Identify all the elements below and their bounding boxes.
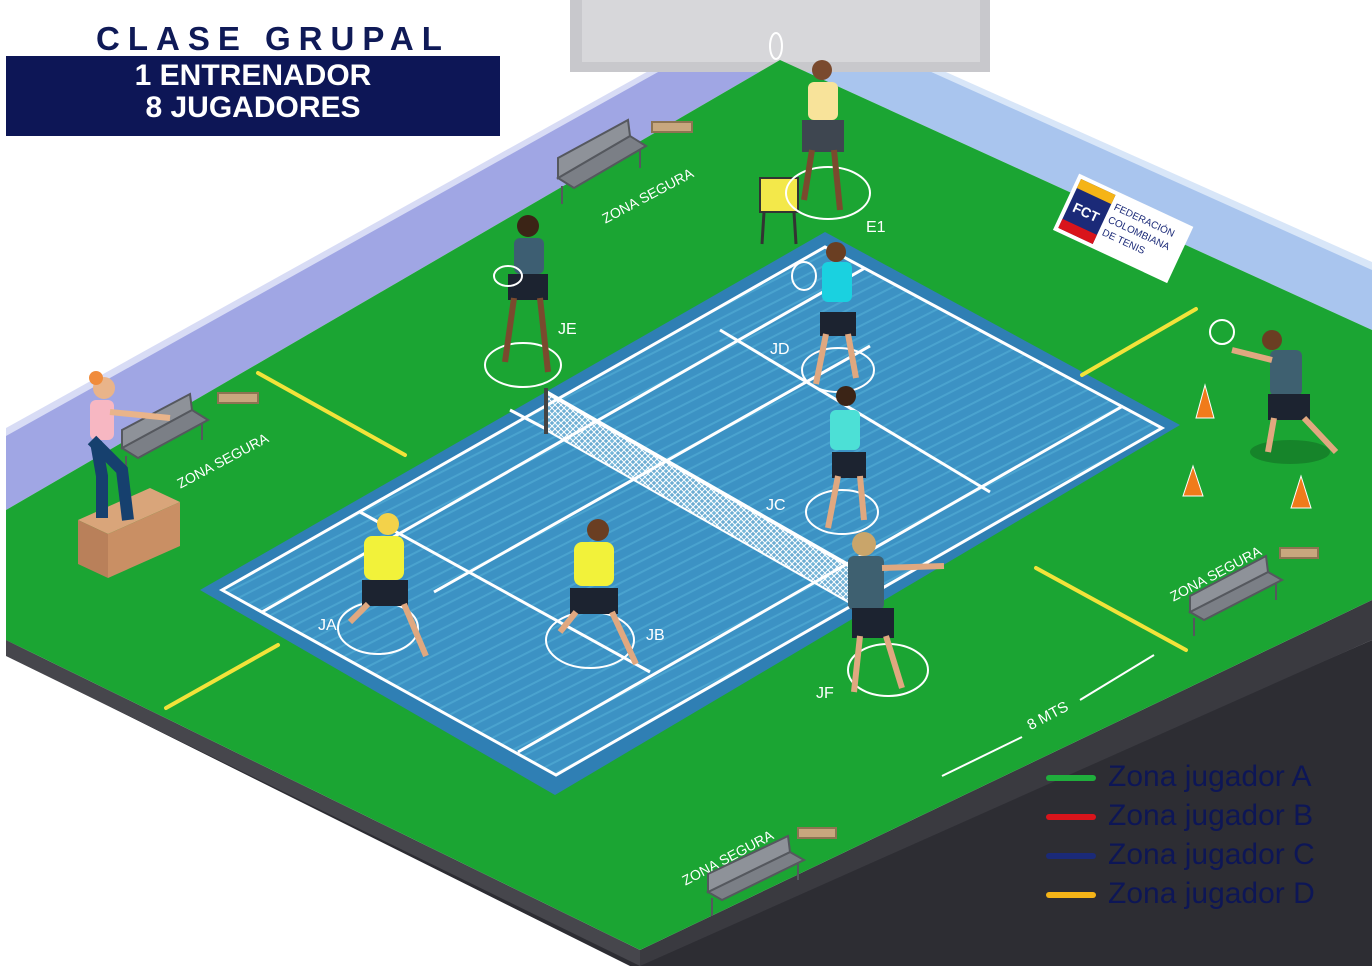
player-d-figure: [791, 242, 859, 385]
label-ja: JA: [318, 617, 337, 634]
label-je: JE: [558, 321, 577, 338]
wall-top-left: [6, 0, 780, 436]
zone-dividers: [164, 307, 1198, 710]
label-jc: JC: [766, 497, 786, 514]
athlete-squat: [87, 371, 171, 521]
legend-swatch-a: [1046, 775, 1096, 781]
label-jd: JD: [770, 341, 790, 358]
bench-top: [556, 118, 693, 204]
player-a-figure: [347, 513, 429, 658]
player-b-figure: [557, 519, 639, 666]
legend-label-d: Zona jugador D: [1108, 877, 1315, 910]
title-line-coach: 1 ENTRENADOR: [134, 59, 372, 92]
title-kicker: CLASE GRUPAL: [96, 20, 450, 57]
bench-bottom: [705, 827, 837, 916]
title-line-players: 8 JUGADORES: [145, 91, 361, 124]
label-jf: JF: [816, 685, 834, 702]
cones: [1182, 383, 1312, 509]
floor-edge-right: [640, 600, 1372, 966]
legend-item-d: Zona jugador D: [1040, 875, 1360, 914]
player-c-figure: [825, 386, 867, 529]
legend-item-b: Zona jugador B: [1040, 797, 1360, 836]
legend-swatch-d: [1046, 892, 1096, 898]
player-f-figure: [848, 532, 945, 693]
floor-edge-left: [6, 640, 1372, 966]
legend-label-a: Zona jugador A: [1108, 760, 1312, 793]
bench-left: [120, 392, 259, 472]
back-wall-left: [6, 0, 780, 510]
legend-item-a: Zona jugador A: [1040, 758, 1360, 797]
player-labels: E1 JE JD JC JA JB JF: [318, 219, 886, 702]
legend-swatch-b: [1046, 814, 1096, 820]
coach-figure: [769, 32, 844, 211]
label-e1: E1: [866, 219, 886, 236]
bench-right: [1187, 547, 1319, 636]
legend: Zona jugador A Zona jugador B Zona jugad…: [1040, 758, 1360, 914]
legend-label-b: Zona jugador B: [1108, 799, 1314, 832]
back-wall-right: [780, 0, 1372, 330]
measure-line: [941, 654, 1155, 777]
legend-item-c: Zona jugador C: [1040, 836, 1360, 875]
ball-basket: [759, 177, 799, 245]
player-e-figure: [493, 215, 551, 373]
floor-edge-front: [6, 640, 640, 966]
label-jb: JB: [646, 627, 665, 644]
legend-label-c: Zona jugador C: [1108, 838, 1315, 871]
legend-swatch-c: [1046, 853, 1096, 859]
title-box: 1 ENTRENADOR 8 JUGADORES: [6, 56, 500, 136]
player-side-figure: [1209, 319, 1339, 455]
federation-logo: FCT FEDERACIÓN COLOMBIANA DE TENIS: [1052, 173, 1194, 284]
